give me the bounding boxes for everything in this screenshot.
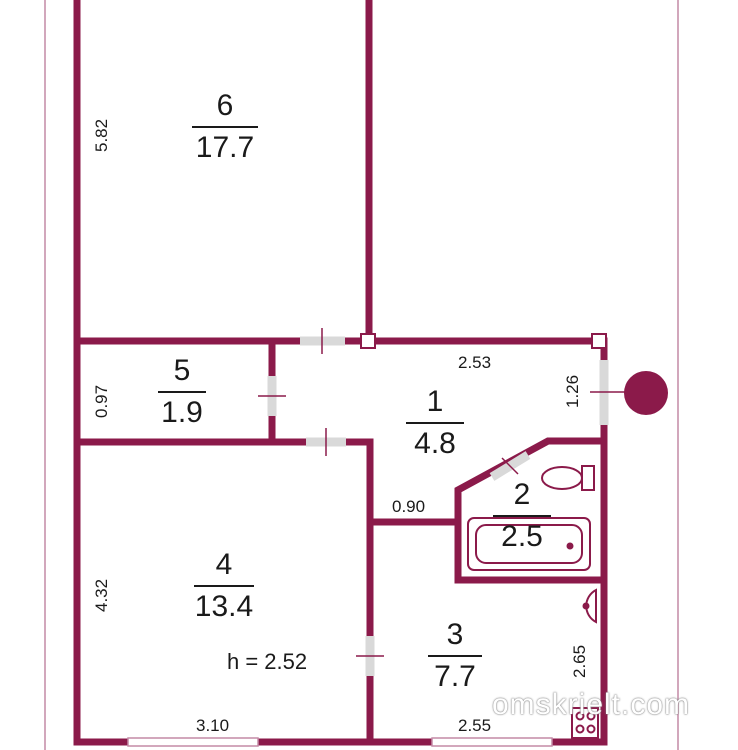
dimension-room4-height: 4.32 <box>92 578 111 612</box>
room-area: 13.4 <box>194 590 254 623</box>
room-2-label: 2 2.5 <box>492 479 552 553</box>
bathtub-icon <box>467 517 591 571</box>
dimension-hall-width: 2.53 <box>458 353 492 372</box>
room-number: 3 <box>446 618 464 651</box>
room-number: 2 <box>513 478 531 511</box>
stove-icon <box>571 707 599 739</box>
dimension-room3-width: 2.55 <box>458 716 492 735</box>
room-number: 1 <box>426 385 444 418</box>
columns <box>360 333 607 349</box>
dimension-room5-height: 0.97 <box>92 384 111 418</box>
dimension-passage-width: 0.90 <box>392 497 426 516</box>
room-5-label: 5 1.9 <box>152 355 212 429</box>
room-area: 1.9 <box>161 396 203 429</box>
dimension-room3-height: 2.65 <box>570 644 589 678</box>
room-6-label: 6 17.7 <box>185 90 265 164</box>
ceiling-height-label: h = 2.52 <box>227 649 308 674</box>
room-number: 5 <box>173 354 191 387</box>
room-area: 7.7 <box>434 660 476 693</box>
room-area: 17.7 <box>195 131 255 164</box>
outer-outline <box>44 0 679 750</box>
dimension-entry-height: 1.26 <box>563 374 582 408</box>
dimension-room4-width: 3.10 <box>196 716 230 735</box>
room-3-label: 3 7.7 <box>425 619 485 693</box>
sink-icon <box>582 588 597 624</box>
watermark: omskrielt.com <box>492 688 691 721</box>
windows <box>127 737 553 747</box>
room-number: 4 <box>215 548 233 581</box>
room-area: 2.5 <box>501 520 543 553</box>
room-4-label: 4 13.4 <box>184 549 264 623</box>
room-number: 6 <box>216 89 234 122</box>
dimension-room6-height: 5.82 <box>92 118 111 152</box>
entry-marker <box>624 371 668 415</box>
room-1-label: 1 4.8 <box>405 386 465 460</box>
room-area: 4.8 <box>414 427 456 460</box>
toilet-icon <box>541 465 595 491</box>
